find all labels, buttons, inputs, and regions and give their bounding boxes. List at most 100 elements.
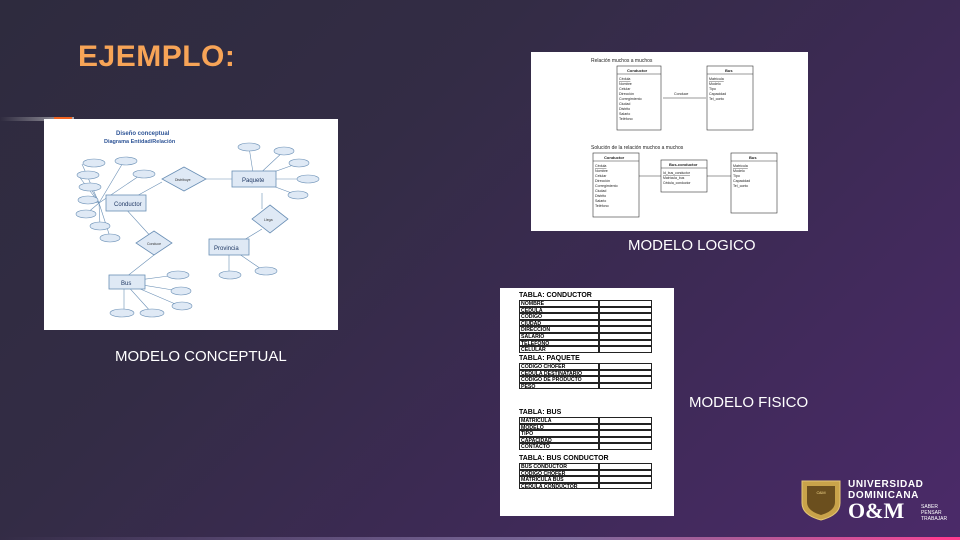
entity-bus: Bus: [121, 281, 131, 287]
physical-table-row: CODIGO CHOFER: [519, 469, 652, 477]
physical-table-row: MODELO: [519, 423, 652, 431]
physical-field-value: [599, 476, 652, 483]
logo-line2: DOMINICANA: [848, 490, 919, 501]
physical-field-value: [599, 346, 652, 353]
physical-table-row: MATRICULA: [519, 417, 652, 424]
physical-table-row: CAPACIDAD: [519, 436, 652, 444]
svg-text:Tipo: Tipo: [733, 174, 740, 178]
physical-field-name: CEDULA CONDUCTOR: [519, 482, 599, 490]
physical-field-name: CEDULA: [519, 306, 599, 314]
svg-text:Tipo: Tipo: [709, 87, 716, 91]
accent-line: [0, 117, 74, 121]
conceptual-diagram: Diseño conceptual Diagrama Entidad/Relac…: [44, 119, 338, 330]
physical-table-row: BUS CONDUCTOR: [519, 463, 652, 470]
university-shield-icon: O&M: [801, 480, 841, 521]
logo-tagline-3: TRABAJAR: [921, 516, 948, 522]
physical-field-name: CONTACTO: [519, 443, 599, 450]
svg-text:Cédula_conductor: Cédula_conductor: [663, 181, 691, 185]
svg-text:Celular: Celular: [595, 174, 607, 178]
bottom-accent: [930, 537, 960, 540]
physical-field-name: PESO: [519, 382, 599, 390]
svg-text:Ciudad: Ciudad: [619, 102, 630, 106]
physical-table-row: CODIGO CHOFER: [519, 363, 652, 370]
physical-table-row: CIUDAD: [519, 319, 652, 327]
caption-fisico: MODELO FISICO: [689, 394, 809, 411]
svg-text:O&M: O&M: [816, 490, 825, 495]
svg-text:Conduce: Conduce: [674, 92, 688, 96]
caption-conceptual: MODELO CONCEPTUAL: [115, 348, 287, 365]
physical-field-value: [599, 436, 652, 444]
svg-text:Nombre: Nombre: [619, 82, 632, 86]
physical-field-name: MATRICULA: [519, 417, 599, 424]
physical-field-name: TIPO: [519, 430, 599, 437]
physical-field-name: CODIGO CHOFER: [519, 469, 599, 477]
svg-text:Matrícula_bus: Matrícula_bus: [663, 176, 685, 180]
physical-field-value: [599, 463, 652, 470]
physical-field-value: [599, 376, 652, 383]
physical-field-value: [599, 319, 652, 327]
physical-field-value: [599, 423, 652, 431]
logical-section1: Relación muchos a muchos: [591, 58, 653, 64]
physical-field-value: [599, 363, 652, 370]
physical-field-value: [599, 430, 652, 437]
svg-text:Bus: Bus: [749, 155, 757, 160]
svg-text:Modelo: Modelo: [733, 169, 745, 173]
svg-text:Corregimiento: Corregimiento: [619, 97, 642, 101]
entity-paquete: Paquete: [242, 178, 265, 184]
physical-field-value: [599, 326, 652, 333]
physical-field-name: NOMBRE: [519, 300, 599, 307]
svg-text:Matrícula: Matrícula: [733, 164, 748, 168]
svg-text:Salario: Salario: [619, 112, 630, 116]
logo-tagline-1: SABER: [921, 504, 938, 510]
physical-field-name: CELULAR: [519, 346, 599, 353]
rel-conduce: Conduce: [147, 242, 161, 246]
logical-section2: Solución de la relación muchos a muchos: [591, 145, 684, 151]
logo-line1: UNIVERSIDAD: [848, 479, 924, 490]
rel-llega: Llega: [264, 218, 273, 222]
physical-field-value: [599, 339, 652, 347]
physical-table-title: TABLA: PAQUETE: [519, 355, 580, 362]
svg-text:Dirección: Dirección: [595, 179, 610, 183]
physical-table-row: NOMBRE: [519, 300, 652, 307]
physical-field-value: [599, 382, 652, 390]
svg-text:Conductor: Conductor: [604, 155, 625, 160]
physical-table-title: TABLA: CONDUCTOR: [519, 292, 592, 299]
svg-text:Celular: Celular: [619, 87, 631, 91]
physical-field-value: [599, 469, 652, 477]
physical-field-value: [599, 443, 652, 450]
physical-table-row: DIRECCION: [519, 326, 652, 333]
svg-text:Tel_contc: Tel_contc: [709, 97, 724, 101]
physical-field-name: CEDULA DESTINATARIO: [519, 369, 599, 377]
physical-field-name: SALARIO: [519, 332, 599, 340]
svg-text:Distrito: Distrito: [595, 194, 606, 198]
entity-conductor: Conductor: [114, 202, 142, 208]
slide-title: EJEMPLO:: [78, 40, 236, 73]
logo-tagline-2: PENSAR: [921, 510, 942, 516]
svg-text:Bus-conductor: Bus-conductor: [669, 162, 698, 167]
logo-brand: O&M: [848, 498, 905, 523]
physical-table-row: CEDULA CONDUCTOR: [519, 482, 652, 490]
physical-table-row: CELULAR: [519, 346, 652, 353]
svg-text:Salario: Salario: [595, 199, 606, 203]
svg-text:Teléfono: Teléfono: [595, 204, 609, 208]
physical-table-row: CEDULA: [519, 306, 652, 314]
physical-table-row: SALARIO: [519, 332, 652, 340]
physical-field-name: CIUDAD: [519, 319, 599, 327]
svg-text:Matrícula: Matrícula: [709, 77, 724, 81]
physical-field-value: [599, 300, 652, 307]
physical-field-value: [599, 313, 652, 320]
svg-text:Corregimiento: Corregimiento: [595, 184, 618, 188]
physical-field-name: CODIGO: [519, 313, 599, 320]
physical-table-row: CODIGO: [519, 313, 652, 320]
physical-field-value: [599, 417, 652, 424]
physical-field-value: [599, 369, 652, 377]
physical-field-value: [599, 332, 652, 340]
physical-table-row: CEDULA DESTINATARIO: [519, 369, 652, 377]
physical-field-name: MATRICULA BUS: [519, 476, 599, 483]
physical-field-name: TELEFONO: [519, 339, 599, 347]
physical-field-name: CAPACIDAD: [519, 436, 599, 444]
svg-text:Dirección: Dirección: [619, 92, 634, 96]
physical-table-row: CODIGO DE PRODUCTO: [519, 376, 652, 383]
